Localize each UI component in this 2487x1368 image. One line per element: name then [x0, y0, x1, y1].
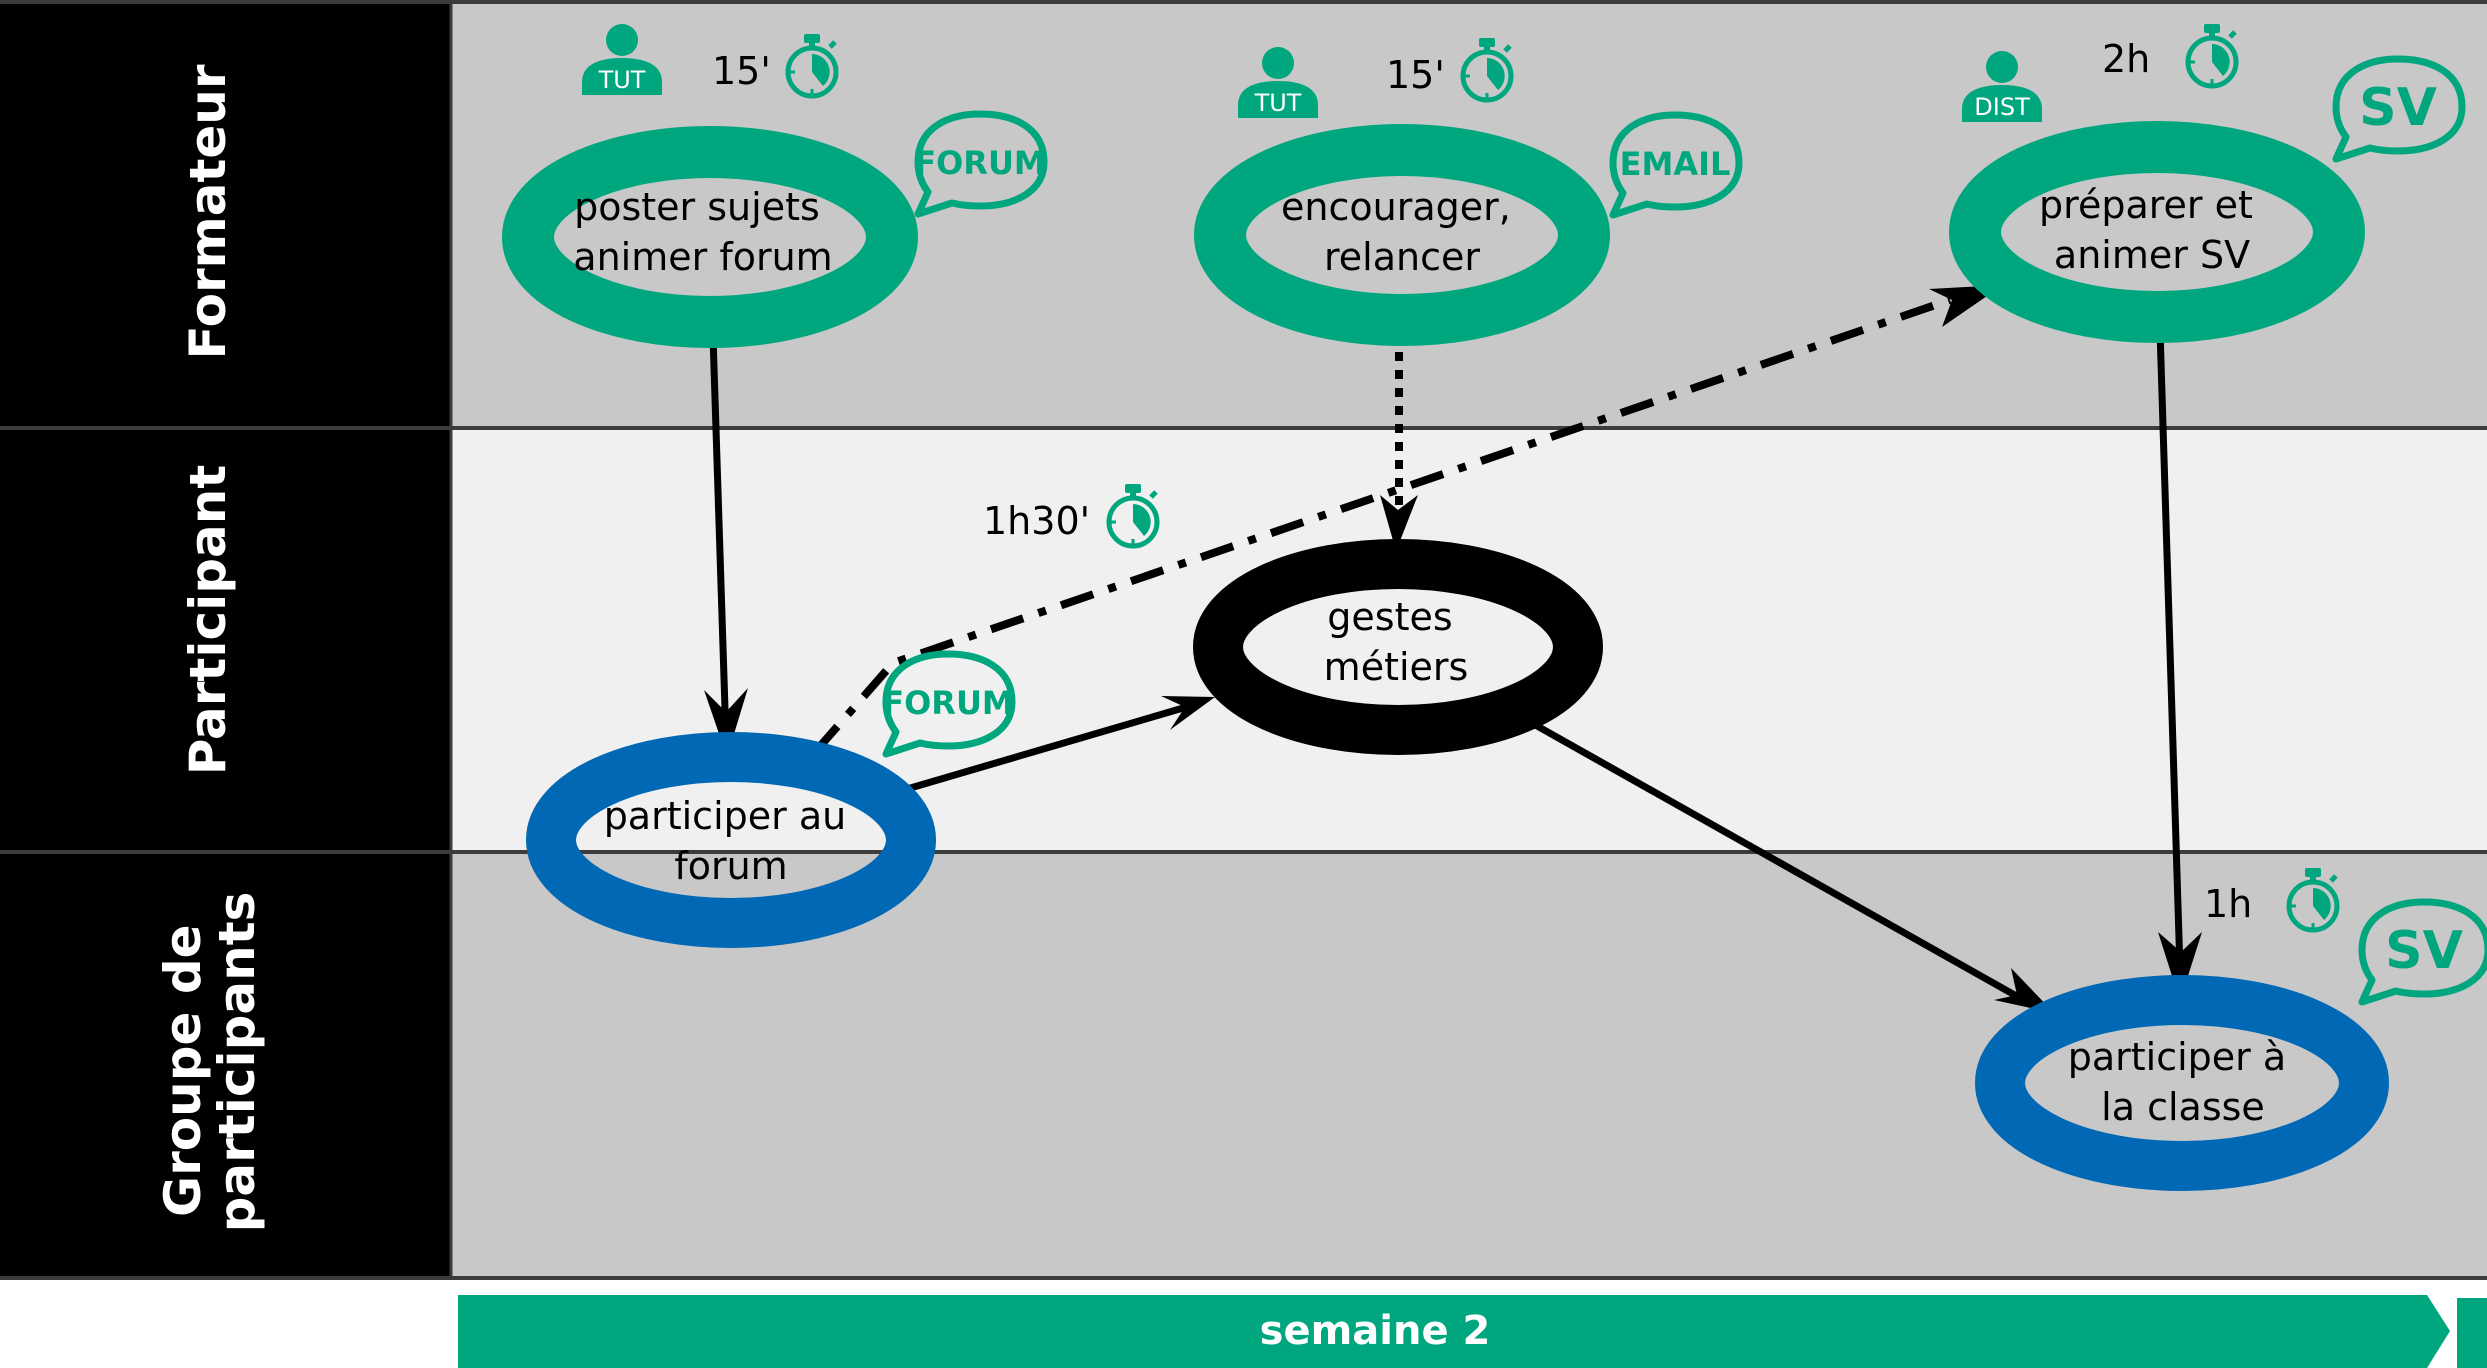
arrowhead	[1380, 495, 1418, 551]
node-ring	[502, 126, 918, 348]
edge-preparer-to-classe	[2156, 329, 2184, 971]
role-badge-tut: TUT	[582, 24, 662, 95]
node-ring	[1949, 121, 2365, 343]
node-label: préparer et animer SV	[2039, 183, 2265, 277]
timeline-next-segment	[2457, 1298, 2487, 1368]
role-badge-tut: TUT	[1238, 47, 1318, 118]
edges	[704, 285, 2202, 1013]
node-label: participer à la classe	[2068, 1035, 2299, 1129]
arrowhead	[704, 688, 748, 757]
node-ring	[1194, 124, 1610, 346]
node-label: participer au forum	[604, 794, 859, 888]
lane-participant-bg	[450, 428, 2487, 852]
tool-label: FORUM	[882, 684, 1014, 722]
lane-label-participant: Participant	[179, 465, 237, 776]
speech-bubble-forum: FORUM	[914, 114, 1046, 214]
node-poster-sujets[interactable]: poster sujets animer forum	[502, 126, 918, 348]
role-label: TUT	[598, 66, 646, 94]
role-badge-dist: DIST	[1962, 51, 2042, 122]
arrowhead	[1161, 696, 1215, 730]
speech-bubble-sv: SV	[2336, 59, 2462, 159]
arrowhead	[1994, 968, 2054, 1013]
node-encourager[interactable]: encourager, relancer	[1194, 124, 1610, 346]
node-ring	[526, 732, 936, 948]
edge-poster-to-forum	[709, 335, 730, 741]
node-participer-classe[interactable]: participer à la classe	[1975, 975, 2389, 1191]
duration-label: 1h30'	[983, 499, 1090, 543]
arrowhead	[2158, 932, 2202, 1001]
tool-label: EMAIL	[1620, 145, 1731, 183]
duration-label: 15'	[1386, 53, 1445, 97]
node-ring	[1193, 539, 1603, 755]
role-label: TUT	[1254, 89, 1302, 117]
node-label: gestes métiers	[1324, 595, 1469, 689]
role-label: DIST	[1974, 93, 2030, 121]
tool-label: SV	[2385, 921, 2463, 981]
lane-labels: Formateur Participant Groupe de particip…	[154, 64, 266, 1232]
lane-header-column	[0, 0, 450, 1280]
timeline-label: semaine 2	[1260, 1308, 1491, 1354]
edge-gestes-to-classe	[1528, 718, 2022, 1002]
duration-label: 2h	[2102, 37, 2150, 81]
node-participer-forum[interactable]: participer au forum	[526, 732, 936, 948]
lane-label-groupe: Groupe de participants	[154, 892, 266, 1233]
node-label: poster sujets animer forum	[573, 185, 832, 279]
timeline-arrow	[458, 1295, 2450, 1368]
tool-label: SV	[2359, 78, 2437, 138]
lane-label-formateur: Formateur	[179, 64, 237, 359]
speech-bubble-forum: FORUM	[882, 654, 1014, 754]
timeline-bar: semaine 2	[458, 1295, 2487, 1368]
speech-bubble-email: EMAIL	[1613, 115, 1739, 215]
edge-forum-to-gestes	[906, 702, 1191, 793]
node-label: encourager, relancer	[1281, 185, 1523, 279]
node-ring	[1975, 975, 2389, 1191]
node-gestes-metiers[interactable]: gestes métiers	[1193, 539, 1603, 755]
speech-bubble-sv: SV	[2362, 902, 2487, 1002]
swimlanes	[0, 0, 2487, 1280]
node-preparer-sv[interactable]: préparer et animer SV	[1949, 121, 2365, 343]
tool-label: FORUM	[914, 144, 1046, 182]
duration-label: 1h	[2204, 882, 2252, 926]
duration-label: 15'	[712, 49, 771, 93]
